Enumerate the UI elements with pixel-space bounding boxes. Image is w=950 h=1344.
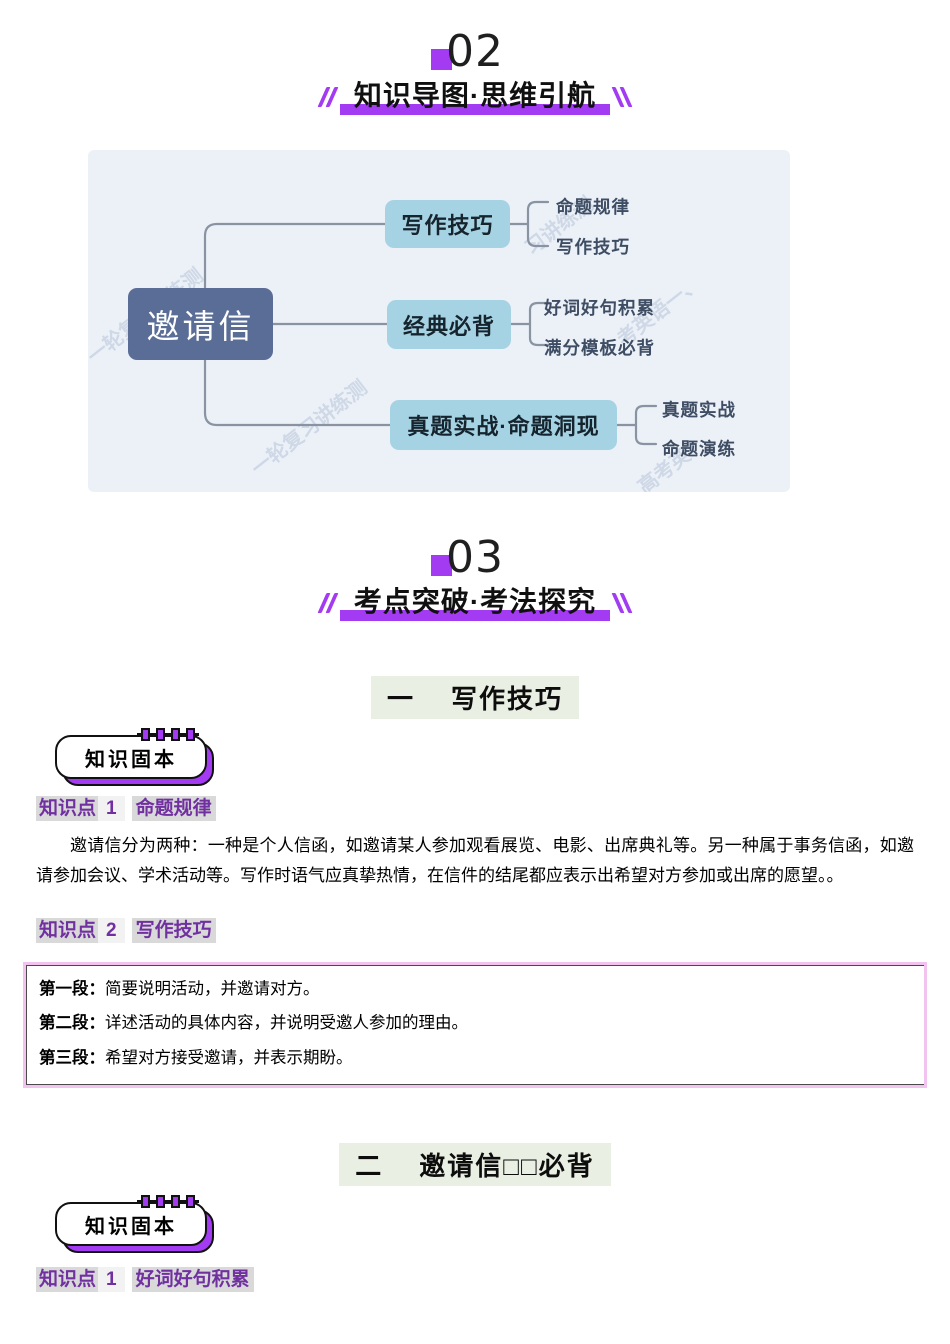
kp-name: 好词好句积累	[131, 1267, 254, 1293]
chapter-title: 写作技巧	[451, 684, 564, 714]
mindmap-root-node: 邀请信	[128, 288, 273, 360]
chapter-numeral: 二	[355, 1151, 384, 1182]
mindmap-leaf: 写作技巧	[556, 237, 630, 257]
chapter-title: 邀请信□□必背	[419, 1151, 595, 1182]
section-02-header: 02 知识导图·思维引航	[0, 0, 950, 115]
mindmap-leaf: 好词好句积累	[544, 298, 655, 318]
mindmap-branch-writing-skills: 写作技巧	[385, 200, 510, 248]
paragraph-1-rule: 第一段：简要说明活动，并邀请对方。	[39, 978, 320, 998]
knowledge-base-badge-2: 知识固本	[55, 1194, 214, 1254]
paragraph-3-rule: 第三段：希望对方接受邀请，并表示期盼。	[39, 1048, 353, 1068]
badge-perforation-decoration	[137, 1194, 199, 1208]
section-number-text: 02	[446, 26, 504, 77]
chapter-2-heading: 二 邀请信□□必背	[339, 1143, 611, 1187]
right-slash-decoration	[611, 87, 633, 107]
kp-name: 命题规律	[131, 796, 216, 821]
purple-square-decoration	[431, 555, 452, 576]
section-03-title: 考点突破·考法探究	[339, 580, 611, 621]
badge-label: 知识固本	[55, 735, 207, 779]
kp-number: 1	[98, 1267, 125, 1293]
section-02-number: 02	[431, 30, 504, 74]
mindmap-leaf: 满分模板必背	[544, 338, 655, 358]
section-03-number: 03	[431, 536, 504, 580]
paragraph-structure-box: 第一段：简要说明活动，并邀请对方。 第二段：详述活动的具体内容，并说明受邀人参加…	[23, 961, 927, 1089]
mindmap-leaf: 真题实战	[662, 400, 736, 420]
section-number-text: 03	[446, 532, 504, 583]
kp-name: 写作技巧	[131, 918, 216, 944]
left-slash-decoration	[317, 87, 339, 107]
kp-label: 知识点	[36, 796, 99, 821]
kp-number: 1	[98, 796, 125, 821]
right-slash-decoration	[611, 593, 633, 613]
paragraph-2-rule: 第二段：详述活动的具体内容，并说明受邀人参加的理由。	[39, 1013, 468, 1033]
mindmap-branch-classic-memorize: 经典必背	[387, 300, 511, 349]
left-slash-decoration	[317, 593, 339, 613]
mindmap-connectors	[203, 200, 658, 446]
badge-label: 知识固本	[55, 1202, 207, 1247]
kp-label: 知识点	[36, 1267, 99, 1293]
chapter-1-heading: 一 写作技巧	[370, 676, 580, 719]
chapter-numeral: 一	[386, 684, 415, 714]
mindmap-leaf: 命题规律	[556, 197, 630, 217]
knowledge-base-badge-1: 知识固本	[55, 727, 214, 786]
intro-paragraph: 邀请信分为两种：一种是个人信函，如邀请某人参加观看展览、电影、出席典礼等。另一种…	[36, 835, 914, 885]
kp-number: 2	[98, 918, 125, 944]
badge-perforation-decoration	[137, 727, 199, 741]
mindmap: 一轮复习讲练测 习讲练测 考英语一、 一轮复习讲练测 高考英 邀请信 写作技巧 …	[88, 150, 790, 492]
purple-square-decoration	[431, 49, 452, 70]
mindmap-leaf: 命题演练	[662, 439, 736, 459]
section-03-header: 03 考点突破·考法探究	[0, 536, 950, 621]
kp-label: 知识点	[36, 918, 99, 944]
section-02-title: 知识导图·思维引航	[339, 74, 611, 115]
mindmap-branch-real-exam: 真题实战·命题洞现	[390, 400, 617, 450]
